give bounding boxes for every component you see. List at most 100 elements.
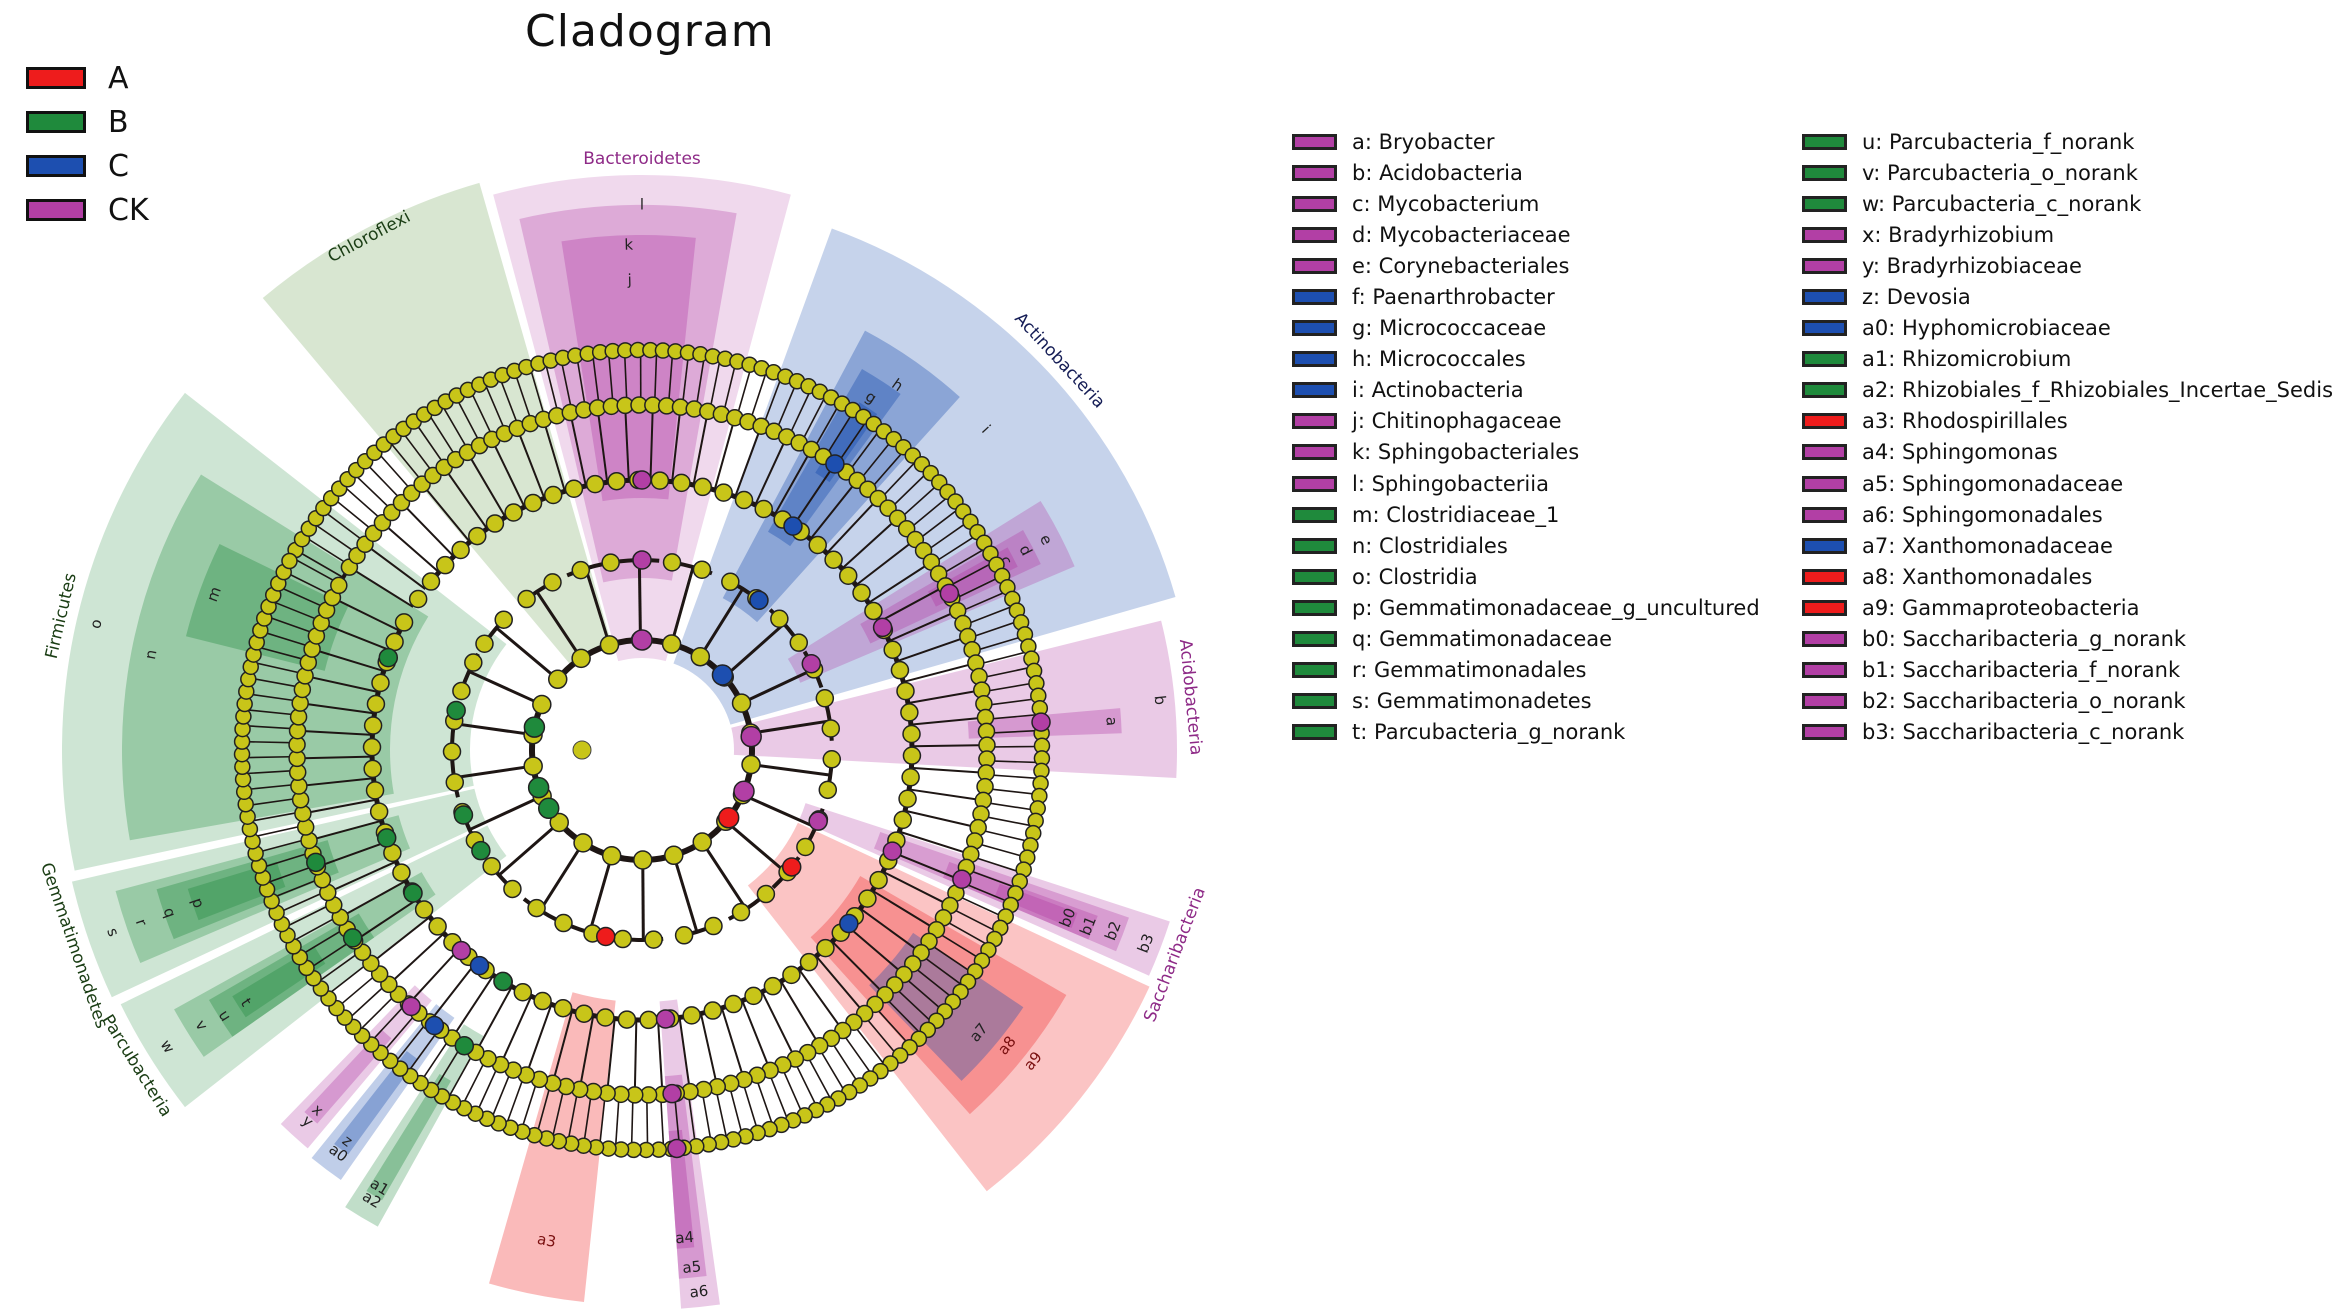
tree-edge (297, 755, 373, 760)
clade-legend-item: i: Actinobacteria (1292, 375, 1760, 406)
tree-edge (858, 438, 894, 483)
tree-node (901, 768, 920, 787)
tree-edge (248, 810, 303, 823)
tree-edge (735, 365, 753, 419)
clade-swatch (1292, 413, 1337, 430)
tree-edge (649, 405, 654, 481)
tree-node (363, 716, 383, 735)
tree-edge (303, 535, 351, 567)
tree-edge (817, 1046, 847, 1095)
tree-edge (440, 403, 470, 452)
clade-legend-item: a9: Gammaproteobacteria (1802, 592, 2333, 623)
tree-edge (520, 1078, 539, 1132)
clade-legend-item: r: Gemmatimonadales (1292, 655, 1760, 686)
clade-swatch (1292, 257, 1337, 274)
tree-edge (883, 995, 923, 1036)
biomarker-node-b0 (952, 869, 972, 889)
clade-swatch (1292, 164, 1337, 181)
tree-node (815, 689, 835, 708)
tree-edge (847, 428, 882, 474)
tree-node (385, 632, 404, 652)
tree-edge (888, 609, 959, 642)
clade-highlight-j (561, 235, 696, 502)
biomarker-node-b3 (733, 780, 755, 802)
tree-edge (495, 626, 559, 681)
tree-edge (388, 439, 425, 484)
tree-node (573, 833, 593, 853)
tree-edge (986, 729, 1042, 734)
tree-edge (475, 1063, 500, 1115)
clade-legend-item: a4: Sphingomonas (1802, 437, 2333, 468)
clade-legend-label: w: Parcubacteria_c_norank (1862, 191, 2142, 216)
clade-highlight-chloroflexi (262, 182, 612, 666)
tree-node (613, 929, 633, 949)
clade-swatch (1802, 413, 1847, 430)
tree-edge (767, 1070, 790, 1123)
tree-edge (787, 387, 813, 438)
tree-edge (538, 842, 585, 912)
clade-legend-item: q: Gemmatimonadaceae (1292, 624, 1760, 655)
biomarker-node-a5 (662, 1083, 682, 1104)
biomarker-node-r (453, 805, 474, 825)
tree-edge (528, 365, 546, 420)
chart-title: Cladogram (525, 6, 775, 57)
tree-node (585, 474, 605, 494)
tree-edge (357, 992, 398, 1033)
group-legend-item-c: C (26, 144, 149, 188)
group-swatch (26, 155, 86, 177)
tree-edge (942, 918, 991, 948)
tree-edge (826, 497, 879, 554)
tree-node (662, 553, 682, 572)
tree-node (482, 856, 501, 876)
clade-legend-item: w: Parcubacteria_c_norank (1802, 188, 2333, 219)
tree-edge (871, 889, 937, 931)
clade-legend-item: a3: Rhodospirillales (1802, 406, 2333, 437)
biomarker-node-b2 (808, 811, 828, 831)
tree-edge (606, 1018, 616, 1094)
tree-node (571, 560, 591, 580)
tree-edge (878, 459, 918, 501)
tree-node (682, 1006, 701, 1025)
clade-legend-item: u: Parcubacteria_f_norank (1802, 126, 2333, 157)
tree-edge (290, 914, 340, 943)
tree-node (532, 694, 552, 715)
tree-edge (859, 907, 922, 954)
tree-node (523, 756, 543, 776)
tree-edge (283, 902, 334, 929)
clade-legend-item: g: Micrococcaceae (1292, 313, 1760, 344)
tree-edge (245, 692, 301, 703)
tree-node (553, 998, 573, 1018)
tree-node (864, 601, 883, 621)
clade-swatch (1802, 568, 1847, 585)
clade-legend-label: z: Devosia (1862, 285, 1971, 310)
clade-label-k: k (624, 236, 633, 254)
tree-node (435, 555, 455, 575)
tree-edge (985, 713, 1041, 721)
tree-edge (381, 521, 440, 573)
tree-edge (453, 764, 534, 780)
tree-edge (633, 1019, 638, 1095)
clade-swatch (1802, 133, 1847, 150)
clade-swatch (1292, 444, 1337, 461)
tree-node (731, 902, 751, 922)
clade-legend-item: v: Parcubacteria_o_norank (1802, 157, 2333, 188)
tree-node (789, 633, 809, 652)
tree-edge (954, 893, 1006, 919)
clade-legend-label: u: Parcubacteria_f_norank (1862, 129, 2135, 154)
clade-legend-item: a7: Xanthomonadaceae (1802, 530, 2333, 561)
tree-node (644, 930, 663, 949)
tree-edge (868, 448, 907, 491)
clade-legend-item: d: Mycobacteriaceae (1292, 219, 1760, 250)
tree-edge (708, 357, 722, 412)
tree-edge (750, 719, 830, 735)
clade-label-a6: a6 (689, 1282, 710, 1302)
biomarker-node-v (471, 840, 491, 861)
tree-edge (907, 494, 951, 531)
tree-node (724, 994, 743, 1014)
tree-edge (560, 358, 573, 413)
tree-edge (974, 842, 1028, 859)
tree-edge (741, 793, 817, 829)
clade-highlight-a4 (668, 1129, 695, 1249)
tree-edge (862, 1014, 900, 1058)
clade-legend-item: b1: Saccharibacteria_f_norank (1802, 655, 2333, 686)
